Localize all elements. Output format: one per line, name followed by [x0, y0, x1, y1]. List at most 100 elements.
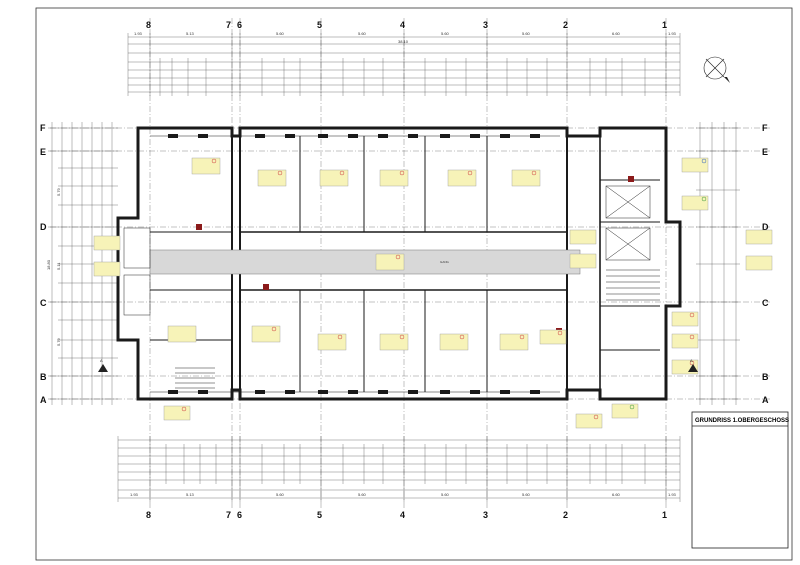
room-tag [379, 333, 409, 351]
title-block-title: GRUNDRISS 1.OBERGESCHOSS [695, 418, 789, 424]
room-tag-circle [277, 170, 283, 176]
grid-col-label: 8 [146, 20, 151, 30]
grid-column-labels-bottom: 8 7 6 5 4 3 2 1 [146, 510, 667, 520]
grid-col-label: 3 [483, 510, 488, 520]
room-tag [93, 261, 121, 277]
room-tag-circle [701, 196, 707, 202]
room-tag [447, 169, 477, 187]
room-tag [539, 329, 567, 345]
dimension-segment: 5.60 [358, 31, 367, 36]
room-tag [379, 169, 409, 187]
room-tag-circle [339, 170, 345, 176]
grid-col-label: 2 [563, 20, 568, 30]
grid-col-label: 5 [317, 510, 322, 520]
room-tag [499, 333, 529, 351]
grid-col-label: 1 [662, 20, 667, 30]
dimension-texts-bottom: 1.93 5.13 5.60 5.60 5.60 5.60 6.60 1.93 [130, 492, 677, 497]
grid-row-labels-left: F E D C B A [40, 123, 47, 405]
room-tag [575, 413, 603, 429]
sheet-border [35, 7, 793, 561]
north-arrow-icon [703, 56, 730, 83]
dimension-total-top: 38.10 [398, 39, 409, 44]
room-tag-circle [519, 334, 525, 340]
grid-col-label: 7 [226, 510, 231, 520]
dimension-segment: 5.60 [358, 492, 367, 497]
room-tag [319, 169, 349, 187]
room-tag-circle [211, 158, 217, 164]
room-tags-bottom [163, 311, 699, 429]
grid-row-label: D [40, 222, 47, 232]
grid-row-labels-right: F E D C B A [762, 123, 769, 405]
grid-col-label: 6 [237, 20, 242, 30]
room-tag-circle [271, 326, 277, 332]
room-tag-circle [689, 360, 695, 366]
room-tag [681, 195, 709, 211]
room-tag-circle [593, 414, 599, 420]
room-tag [317, 333, 347, 351]
room-tag-circle [395, 254, 401, 260]
grid-col-label: 4 [400, 20, 405, 30]
grid-row-label: F [762, 123, 768, 133]
room-tag [93, 235, 121, 251]
building-walls [116, 126, 682, 401]
dimension-segment: 5.60 [522, 492, 531, 497]
stair-core-left [123, 227, 215, 389]
room-tag-circle [689, 312, 695, 318]
room-tag-circle [531, 170, 537, 176]
room-tag [569, 229, 597, 245]
section-markers: A A [98, 358, 698, 372]
grid-row-label: C [40, 298, 47, 308]
grid-row-label: F [40, 123, 46, 133]
room-tag-circle [181, 406, 187, 412]
room-tag [569, 253, 597, 269]
dimension-segment: 1.93 [668, 31, 677, 36]
grid-col-label: 6 [237, 510, 242, 520]
dimension-ticks-left [48, 127, 118, 400]
room-tag [681, 157, 709, 173]
room-tag [611, 403, 639, 419]
room-tag [251, 325, 281, 343]
grid-row-label: D [762, 222, 769, 232]
dimension-segment: 5.79 [56, 337, 61, 346]
dimension-segment: 1.93 [668, 492, 677, 497]
room-tag [671, 333, 699, 349]
dimension-segment: 5.60 [441, 31, 450, 36]
corridor [149, 249, 581, 275]
room-tag [439, 333, 469, 351]
dimension-ticks-bottom [117, 436, 681, 502]
room-tag [745, 229, 773, 245]
grid-col-label: 2 [563, 510, 568, 520]
grid-row-label: A [40, 395, 47, 405]
dimension-texts-top: 38.10 1.93 5.13 5.60 5.60 5.60 5.60 6.60… [134, 31, 677, 44]
dimension-segment: 5.13 [186, 31, 195, 36]
title-block: GRUNDRISS 1.OBERGESCHOSS [691, 411, 789, 549]
dimension-segment: 5.60 [522, 31, 531, 36]
grid-row-label: B [762, 372, 769, 382]
dimension-texts-left: 18.80 5.79 5.11 5.79 [46, 187, 61, 346]
room-tag [375, 253, 405, 271]
dimension-segment: 6.60 [612, 31, 621, 36]
dimension-segment: 1.93 [134, 31, 143, 36]
room-tags-middle [93, 157, 773, 277]
dimension-segment: 5.60 [441, 492, 450, 497]
section-label: A [100, 358, 103, 363]
room-tag-circle [467, 170, 473, 176]
title-block-frame [691, 411, 789, 549]
room-tag-circle [629, 404, 635, 410]
room-tag-circle [557, 330, 563, 336]
room-tag-circle [689, 334, 695, 340]
grid-col-label: 3 [483, 20, 488, 30]
room-tag [745, 255, 773, 271]
room-tag [671, 311, 699, 327]
room-tag [191, 157, 221, 175]
grid-row-label: C [762, 298, 769, 308]
grid-col-label: 1 [662, 510, 667, 520]
dimension-segment: 5.11 [56, 262, 61, 270]
room-tag-circle [399, 170, 405, 176]
room-tag [257, 169, 287, 187]
dimension-ticks-right [696, 127, 740, 400]
room-tag-circle [337, 334, 343, 340]
dimension-segment: 5.79 [56, 187, 61, 196]
grid-col-label: 8 [146, 510, 151, 520]
